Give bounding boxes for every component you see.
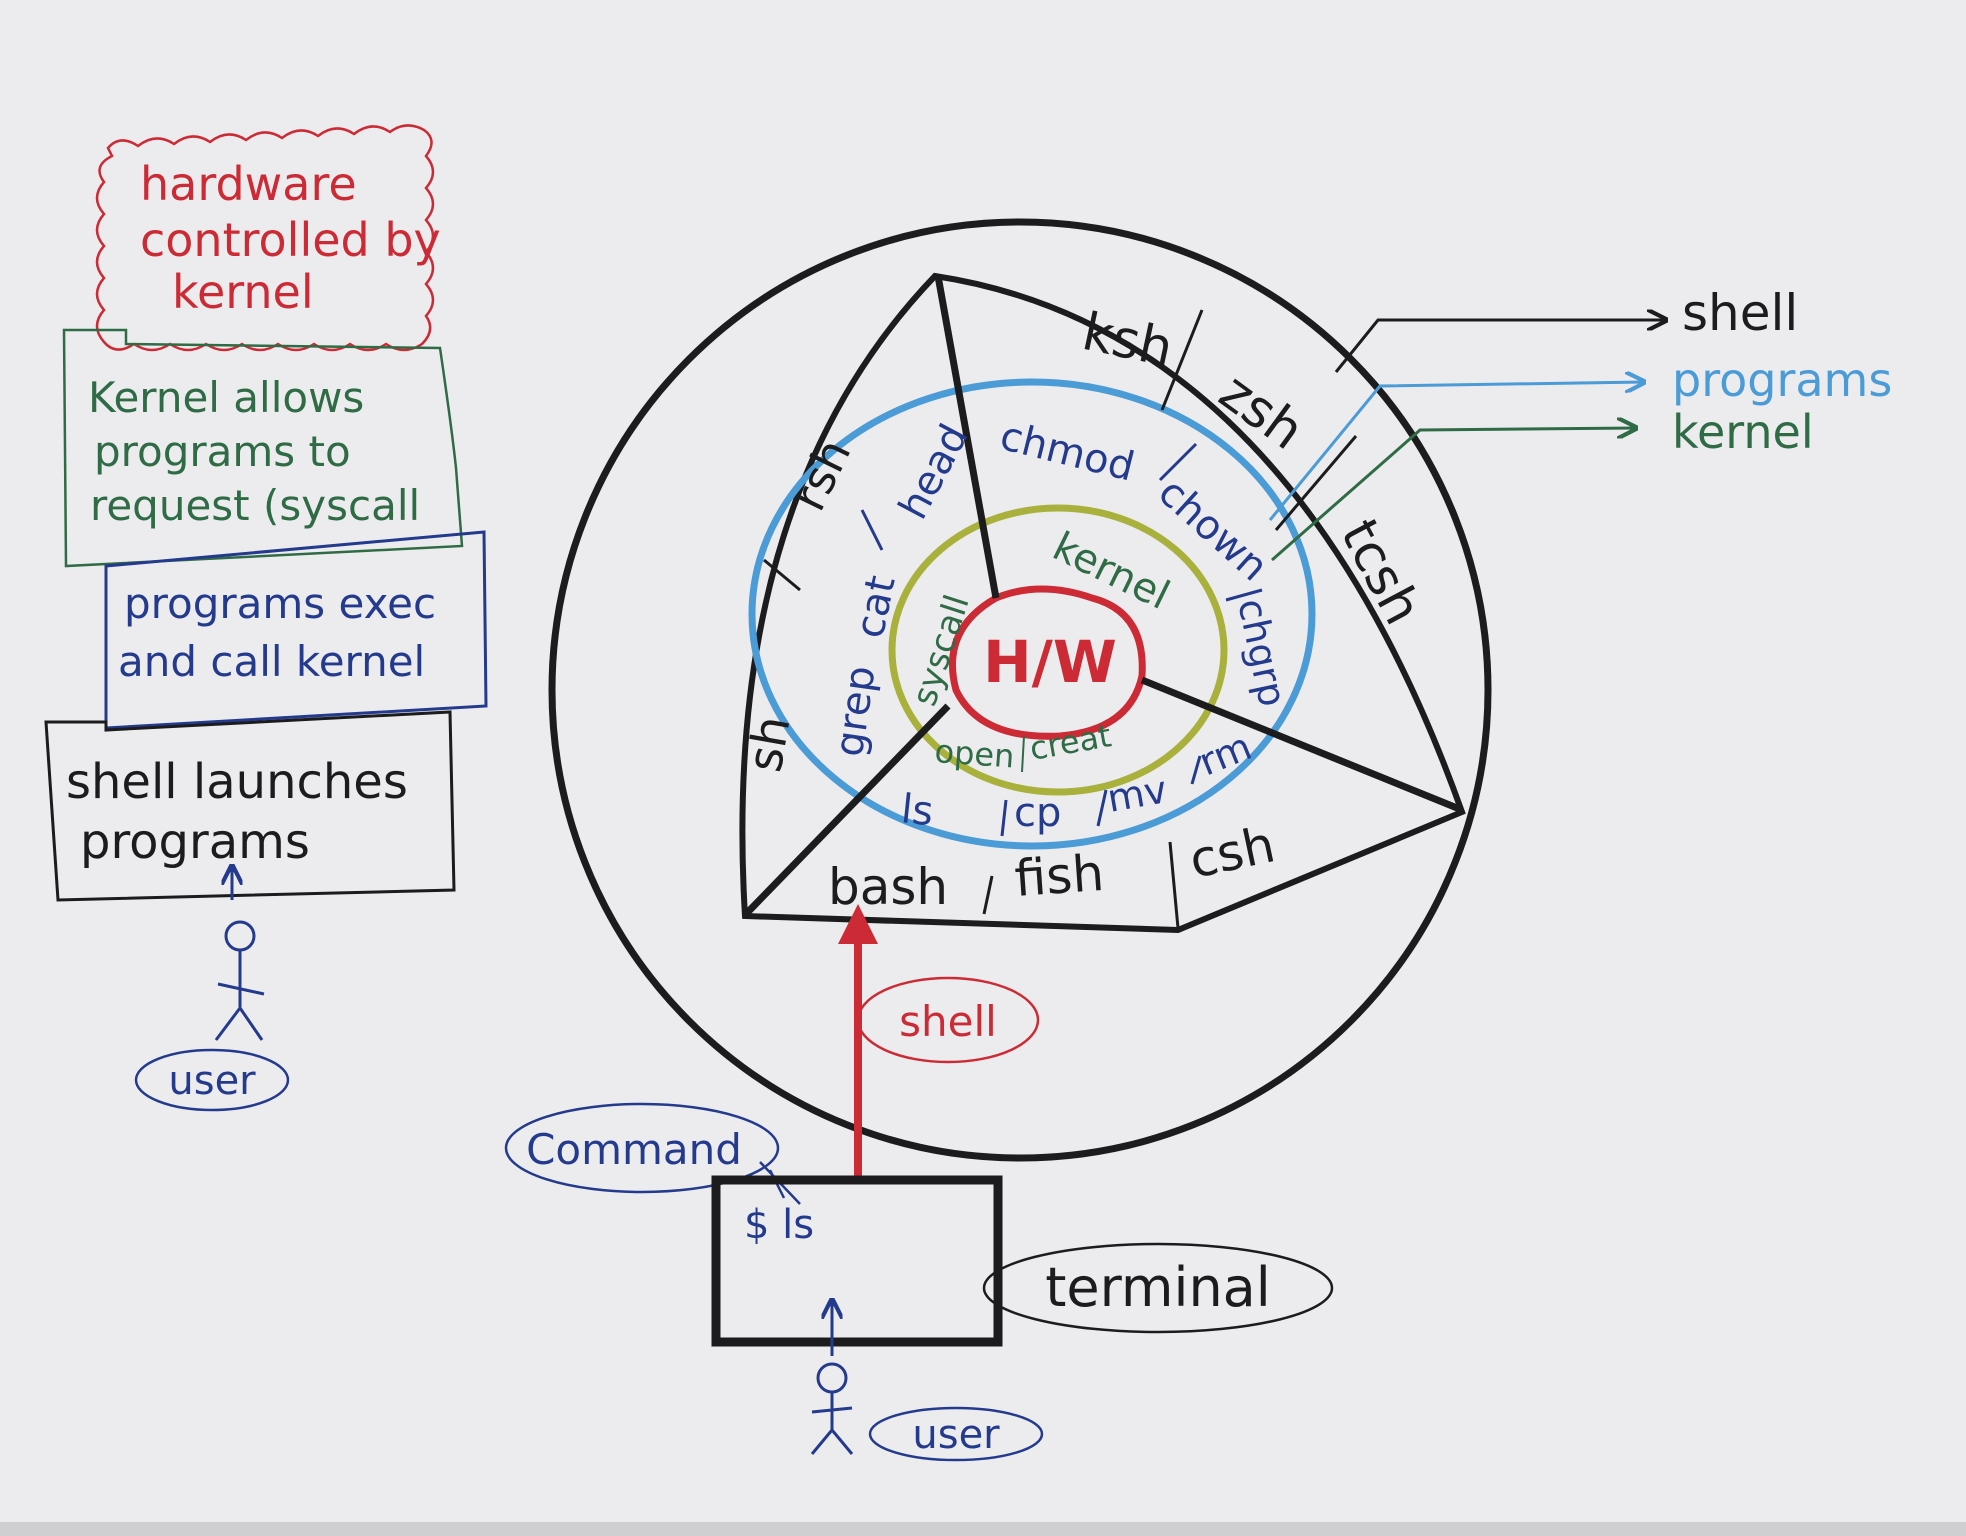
- shell-sh: sh: [737, 712, 802, 776]
- legend-programs-arrow: [1268, 382, 1644, 521]
- hardware-core-label: H/W: [983, 628, 1117, 696]
- slice-line-left: [743, 703, 951, 917]
- shell-tag-border: [856, 976, 1040, 1064]
- command-tag-border: [504, 1102, 780, 1194]
- note-hardware-line-1: hardware: [140, 157, 357, 211]
- note-programs: programs exec and call kernel: [104, 530, 488, 730]
- outer-shell-circle: [548, 218, 1492, 1162]
- note-hardware-wavy-border: [95, 124, 435, 352]
- note-programs-border: [104, 530, 488, 730]
- program-ring: [748, 378, 1316, 850]
- command-tag: Command: [526, 1125, 742, 1174]
- legend-kernel-arrow: [1271, 428, 1636, 562]
- legend-kernel-label: kernel: [1672, 405, 1814, 459]
- note-hardware-line-2: controlled by: [140, 213, 441, 267]
- legend: shell programs kernel: [1268, 284, 1892, 562]
- user-bottom-body: [810, 1392, 854, 1455]
- note-programs-line-2: and call kernel: [118, 637, 425, 686]
- note-shell-border: [44, 710, 456, 902]
- slice-line-top: [934, 275, 1000, 599]
- user-left-body: [214, 950, 265, 1041]
- legend-shell-label: shell: [1682, 284, 1798, 342]
- note-shell-line-1: shell launches: [66, 754, 408, 810]
- shell-fish: fish: [1013, 844, 1106, 908]
- user-bottom-tag: user: [912, 1412, 1000, 1458]
- shell-bash: bash: [828, 858, 948, 916]
- terminal-tag: terminal: [1045, 1256, 1271, 1319]
- kernel-ring: [888, 504, 1228, 796]
- note-syscall: Kernel allows programs to request (sysca…: [62, 328, 464, 568]
- legend-shell-arrow: [1334, 320, 1666, 373]
- program-dividers: [860, 442, 1263, 837]
- note-hardware: hardware controlled by kernel: [95, 124, 441, 352]
- note-shell-line-2: programs: [80, 814, 310, 870]
- program-mv: mv: [1104, 767, 1170, 821]
- user-left-tag: user: [168, 1058, 256, 1104]
- program-cp: cp: [1014, 790, 1061, 836]
- note-programs-line-1: programs exec: [124, 579, 436, 628]
- hardware-core: [949, 585, 1146, 740]
- shell-tag: shell: [899, 997, 997, 1046]
- user-left-tag-border: [134, 1048, 290, 1112]
- user-left: user: [134, 866, 290, 1112]
- program-ls: ls: [899, 786, 936, 835]
- note-shell: shell launches programs: [44, 710, 456, 902]
- legend-programs-label: programs: [1672, 353, 1892, 407]
- kernel-call-divider: [1021, 735, 1025, 773]
- paper-bottom-edge: [0, 1522, 1966, 1536]
- note-syscall-line-2: programs to: [94, 427, 351, 476]
- note-syscall-line-3: request (syscall: [90, 481, 420, 530]
- user-bottom-tag-border: [868, 1406, 1044, 1462]
- terminal-tag-border: [982, 1242, 1334, 1334]
- note-hardware-line-3: kernel: [172, 265, 314, 319]
- bottom-flow: shell Command $ ls terminal user: [504, 904, 1334, 1462]
- slice-line-right: [1140, 676, 1464, 814]
- terminal-window: [711, 1175, 1003, 1347]
- note-syscall-line-1: Kernel allows: [88, 373, 364, 422]
- kernel-call-open: open: [933, 732, 1015, 775]
- terminal-prompt: $ ls: [744, 1202, 814, 1248]
- note-syscall-border: [62, 328, 464, 568]
- shell-dividers: [763, 309, 1358, 929]
- shell-segments-outline: [739, 272, 1466, 934]
